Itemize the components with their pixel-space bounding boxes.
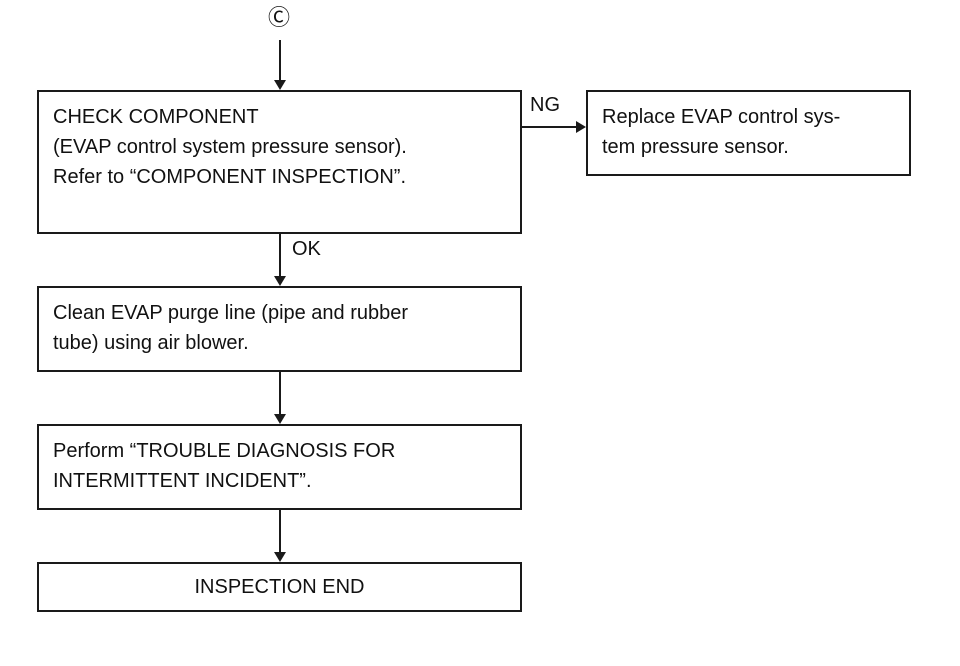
inspection-end-text: INSPECTION END <box>194 576 365 598</box>
connector-c-symbol: Ⓒ <box>268 5 291 30</box>
check-component-box: CHECK COMPONENT (EVAP control system pre… <box>37 90 522 234</box>
replace-sensor-box: Replace EVAP control sys- tem pressure s… <box>586 90 911 176</box>
perform-diagnosis-text: Perform “TROUBLE DIAGNOSIS FOR INTERMITT… <box>53 440 396 492</box>
inspection-end-box: INSPECTION END <box>37 562 522 612</box>
ok-label: OK <box>292 238 321 260</box>
clean-purge-line-box: Clean EVAP purge line (pipe and rubber t… <box>37 286 522 372</box>
ng-label: NG <box>530 94 560 116</box>
perform-diagnosis-box: Perform “TROUBLE DIAGNOSIS FOR INTERMITT… <box>37 424 522 510</box>
clean-purge-line-text: Clean EVAP purge line (pipe and rubber t… <box>53 302 409 354</box>
replace-sensor-text: Replace EVAP control sys- tem pressure s… <box>602 106 841 158</box>
check-component-text: CHECK COMPONENT (EVAP control system pre… <box>53 106 407 188</box>
